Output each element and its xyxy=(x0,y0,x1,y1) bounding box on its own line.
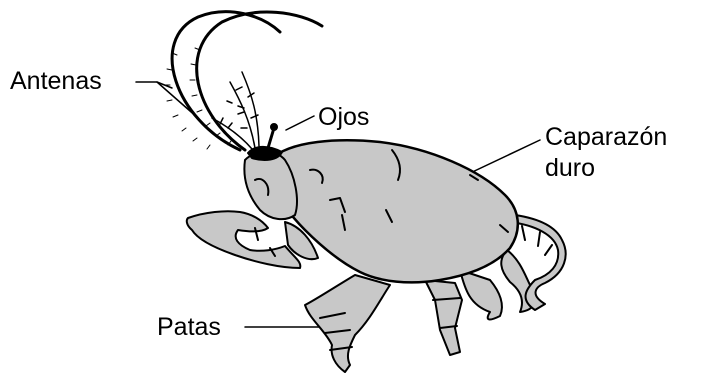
label-legs: Patas xyxy=(157,314,221,340)
label-shell-line2: duro xyxy=(545,155,595,181)
eye-stalks xyxy=(268,124,277,148)
carapace xyxy=(268,140,518,282)
eye xyxy=(248,147,282,160)
label-antennae: Antenas xyxy=(10,68,102,94)
label-eyes: Ojos xyxy=(318,104,369,130)
antennae xyxy=(165,12,322,150)
label-shell-line1: Caparazón xyxy=(545,124,667,150)
